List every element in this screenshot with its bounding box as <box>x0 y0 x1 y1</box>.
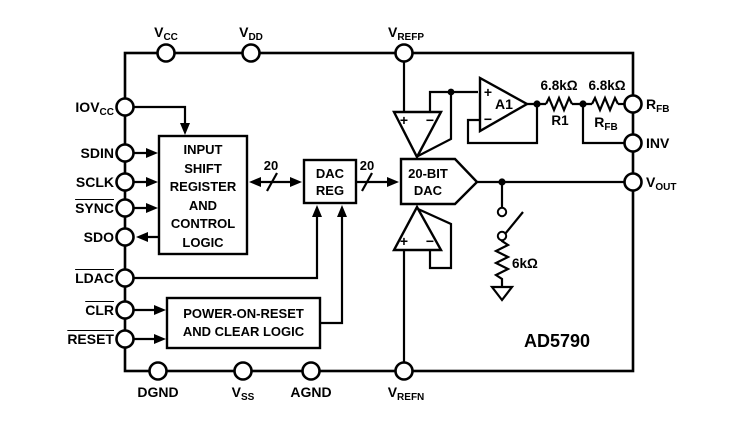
pin-inv <box>623 133 643 153</box>
arrow-sdo-out <box>136 232 148 242</box>
input-shift-register-label: INPUT SHIFT REGISTER AND CONTROL LOGIC <box>169 142 237 250</box>
a1-minus-sign: − <box>483 111 493 127</box>
pin-agnd <box>301 361 321 381</box>
pin-label-vrefp: VREFP <box>387 24 424 43</box>
arrow-clr <box>154 305 166 315</box>
refp-buffer-amp <box>392 110 443 160</box>
refn-buffer-plus-sign: + <box>399 233 409 249</box>
pin-label-vout: VOUT <box>646 174 677 193</box>
bus-width-label-2: 20 <box>359 158 375 173</box>
r1-name-label: R1 <box>551 113 569 128</box>
resistor-load-6k <box>493 240 511 287</box>
pin-label-sclk: SCLK <box>75 174 114 190</box>
junction-a1-out <box>533 100 541 108</box>
wire-refp-buffer-feedback <box>417 92 453 157</box>
arrow-iovcc-down <box>180 123 190 135</box>
refp-buffer-plus-sign: + <box>399 112 409 128</box>
por-clear-logic-label: POWER-ON-RESET AND CLEAR LOGIC <box>182 306 305 339</box>
pin-label-ldac: LDAC <box>75 270 114 286</box>
pin-rfb <box>623 94 643 114</box>
block-input-shift-register <box>157 134 249 256</box>
pin-sync <box>115 198 135 218</box>
pin-label-dgnd: DGND <box>137 384 179 400</box>
arrow-por-up <box>337 205 347 217</box>
resistor-rfb <box>591 95 619 113</box>
wire-iovcc <box>133 105 187 130</box>
arrow-ldac-up <box>312 205 322 217</box>
pin-label-sdo: SDO <box>83 229 114 245</box>
pin-label-reset: RESET <box>67 331 114 347</box>
a1-plus-sign: + <box>483 84 493 100</box>
arrowheads <box>136 123 399 344</box>
pin-label-inv: INV <box>646 135 670 151</box>
block-dac-reg <box>302 158 358 205</box>
ground-symbol <box>489 285 515 302</box>
pin-label-sync: SYNC <box>75 200 114 216</box>
bus-slash-1 <box>266 172 278 192</box>
pin-sdo <box>115 227 135 247</box>
junction-vout <box>498 178 506 186</box>
junction-dots <box>447 88 587 186</box>
switch-contact-top <box>496 206 508 218</box>
wire-ldac <box>133 211 319 280</box>
a1-amp-label: A1 <box>495 96 513 112</box>
pin-label-vcc: VCC <box>154 24 178 43</box>
resistor-r1 <box>545 95 573 113</box>
block-20bit-dac <box>399 157 479 206</box>
pin-label-vrefn: VREFN <box>387 384 425 403</box>
pin-vcc <box>156 43 176 63</box>
pin-vrefn <box>394 361 414 381</box>
pin-vout <box>623 172 643 192</box>
pin-vss <box>233 361 253 381</box>
r1-value-label: 6.8kΩ <box>540 78 578 93</box>
pin-label-vdd: VDD <box>239 24 263 43</box>
arrow-bus-dac <box>387 177 399 187</box>
pin-reset <box>115 329 135 349</box>
switch-contact-bottom <box>496 230 508 242</box>
part-name-label: AD5790 <box>523 331 591 351</box>
refn-buffer-amp <box>391 204 444 252</box>
pin-clr <box>115 300 135 320</box>
switch-blade <box>504 211 524 235</box>
pin-sdin <box>115 143 135 163</box>
junction-refbuf-a1 <box>447 88 455 96</box>
pin-dgnd <box>148 361 168 381</box>
pin-label-vss: VSS <box>231 384 255 403</box>
block-por-clear-logic <box>165 296 322 350</box>
dac-reg-label: DAC REG <box>315 166 345 198</box>
a1-amp <box>478 75 530 134</box>
pin-vrefp <box>394 43 414 63</box>
refp-buffer-minus-sign: − <box>425 112 435 128</box>
refn-buffer-minus-sign: − <box>425 233 435 249</box>
wire-inv <box>581 104 630 145</box>
load-value-label: 6kΩ <box>512 256 538 271</box>
wire-por-to-dacreg <box>320 211 344 325</box>
pin-label-agnd: AGND <box>290 384 332 400</box>
pin-label-rfb: RFB <box>646 96 670 115</box>
pin-ldac <box>115 268 135 288</box>
pin-sclk <box>115 172 135 192</box>
dac-20bit-label: 20-BIT DAC <box>408 166 448 198</box>
rfb-name-label: RFB <box>594 114 618 133</box>
arrow-sync <box>146 203 158 213</box>
junction-r1-rfb <box>579 100 587 108</box>
bus-width-label-1: 20 <box>263 158 279 173</box>
pin-label-clr: CLR <box>85 302 114 318</box>
arrow-sclk <box>146 177 158 187</box>
pin-label-sdin: SDIN <box>80 145 114 161</box>
wire-refp-buffer-minus <box>428 90 478 112</box>
pin-iovcc <box>115 97 135 117</box>
arrow-bus-left <box>249 177 261 187</box>
pin-vdd <box>241 43 261 63</box>
wire-refn-buffer-feedback <box>417 207 453 270</box>
arrow-sdin <box>146 148 158 158</box>
rfb-value-label: 6.8kΩ <box>588 78 626 93</box>
arrow-reset <box>154 334 166 344</box>
wire-a1-feedback <box>466 104 539 145</box>
arrow-bus-right <box>290 177 302 187</box>
pin-label-iovcc: IOVCC <box>75 99 114 118</box>
bus-slash-2 <box>361 172 373 192</box>
